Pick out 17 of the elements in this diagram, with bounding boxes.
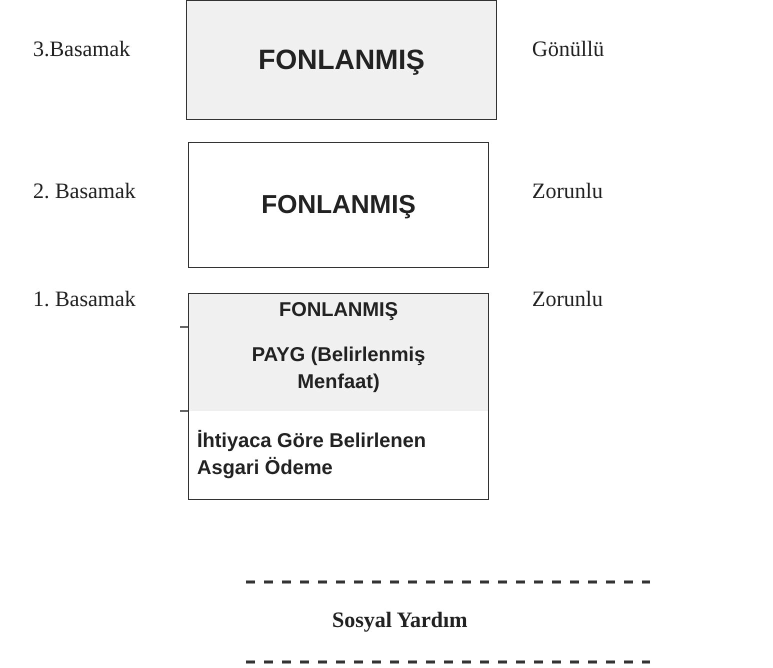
tier-level-label: 3.Basamak bbox=[33, 36, 130, 62]
participation-label: Zorunlu bbox=[532, 286, 603, 312]
tier-title: FONLANMIŞ bbox=[258, 43, 425, 78]
tier-title: FONLANMIŞ bbox=[279, 298, 398, 323]
participation-label: Zorunlu bbox=[532, 178, 603, 204]
tier-box bbox=[188, 142, 489, 268]
tier-level-label: 2. Basamak bbox=[33, 178, 136, 204]
tier-box bbox=[188, 293, 489, 328]
tier-box bbox=[188, 327, 489, 412]
tier-box bbox=[188, 411, 489, 500]
tier-title: İhtiyaca Göre Belirlenen Asgari Ödeme bbox=[197, 428, 427, 481]
tier-title: FONLANMIŞ bbox=[261, 188, 416, 222]
participation-label: Gönüllü bbox=[532, 36, 604, 62]
tier-level-label: 1. Basamak bbox=[33, 286, 136, 312]
base-level-label: Sosyal Yardım bbox=[332, 607, 468, 633]
tier-box bbox=[186, 0, 497, 120]
tier-title: PAYG (Belirlenmiş Menfaat) bbox=[250, 343, 426, 395]
